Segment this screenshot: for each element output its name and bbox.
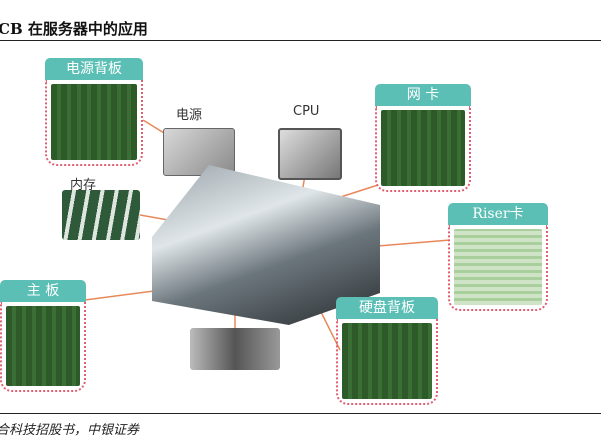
- label-nic: 网 卡: [375, 84, 471, 106]
- cpu-image: [278, 128, 342, 180]
- label-cpu: CPU: [293, 104, 320, 119]
- power-backplane-image: [45, 80, 143, 166]
- label-memory: 内存: [70, 178, 97, 193]
- label-psu: 电源: [176, 108, 203, 123]
- bottom-divider: [0, 413, 601, 414]
- motherboard-image: [0, 302, 86, 392]
- label-riser-card: Riser卡: [448, 203, 548, 225]
- psu-image: [163, 128, 235, 176]
- figure-title: CB 在服务器中的应用: [0, 20, 148, 38]
- top-divider: [0, 40, 601, 41]
- source-note: 合科技招股书，中银证券: [0, 423, 140, 438]
- memory-image: [62, 190, 140, 240]
- label-power-backplane: 电源背板: [45, 58, 143, 80]
- riser-card-image: [448, 225, 548, 311]
- drive-bay-image: [190, 328, 280, 370]
- nic-image: [375, 106, 471, 192]
- label-motherboard: 主 板: [0, 280, 86, 302]
- label-hdd-backplane: 硬盘背板: [336, 297, 438, 319]
- hdd-backplane-image: [336, 319, 438, 405]
